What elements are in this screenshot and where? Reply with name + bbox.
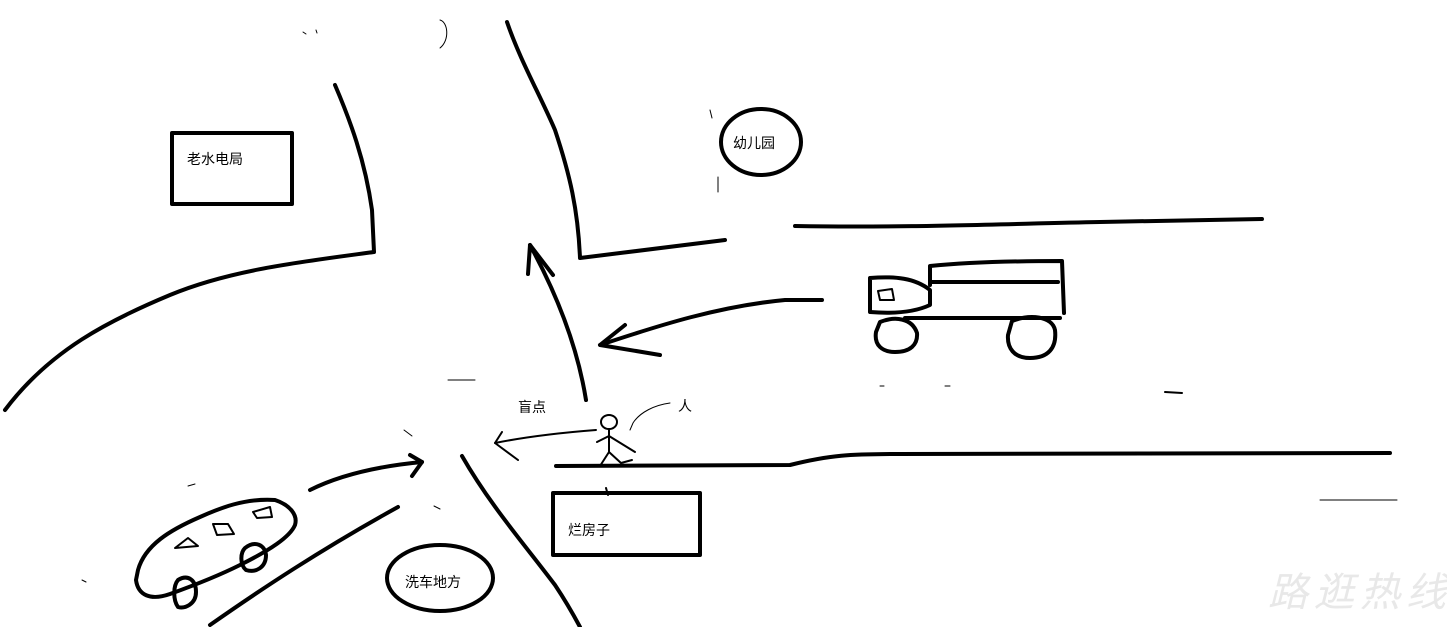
truck-arrow bbox=[598, 298, 824, 347]
old-power-bureau-label: 老水电局 bbox=[187, 152, 243, 168]
road-edge-top-left bbox=[3, 83, 376, 412]
road-edge-right-upper bbox=[793, 217, 1264, 229]
person-label: 人 bbox=[678, 399, 692, 415]
person-arrow bbox=[494, 429, 597, 444]
old-house-label: 烂房子 bbox=[568, 523, 610, 539]
road-edge-bottom bbox=[460, 454, 582, 627]
road-edge-top-right bbox=[505, 20, 727, 260]
car-icon bbox=[134, 497, 298, 610]
kindergarten-circle bbox=[719, 107, 803, 177]
watermark: 路逛热线 bbox=[1268, 570, 1447, 616]
car-wash-label: 洗车地方 bbox=[405, 575, 461, 591]
truck-icon bbox=[868, 259, 1066, 360]
car-wash-circle bbox=[385, 543, 495, 613]
old-house-box bbox=[551, 491, 702, 557]
person-pointer bbox=[629, 402, 671, 431]
person-icon bbox=[596, 414, 636, 496]
kindergarten-label: 幼儿园 bbox=[733, 136, 775, 152]
blind-spot-label: 盲点 bbox=[518, 400, 546, 416]
upward-arrow bbox=[528, 243, 588, 402]
car-arrow bbox=[308, 460, 424, 492]
old-power-bureau-box bbox=[170, 131, 294, 206]
road-edge-lower-left bbox=[208, 505, 400, 627]
road-edge-right-lower bbox=[554, 451, 1392, 468]
